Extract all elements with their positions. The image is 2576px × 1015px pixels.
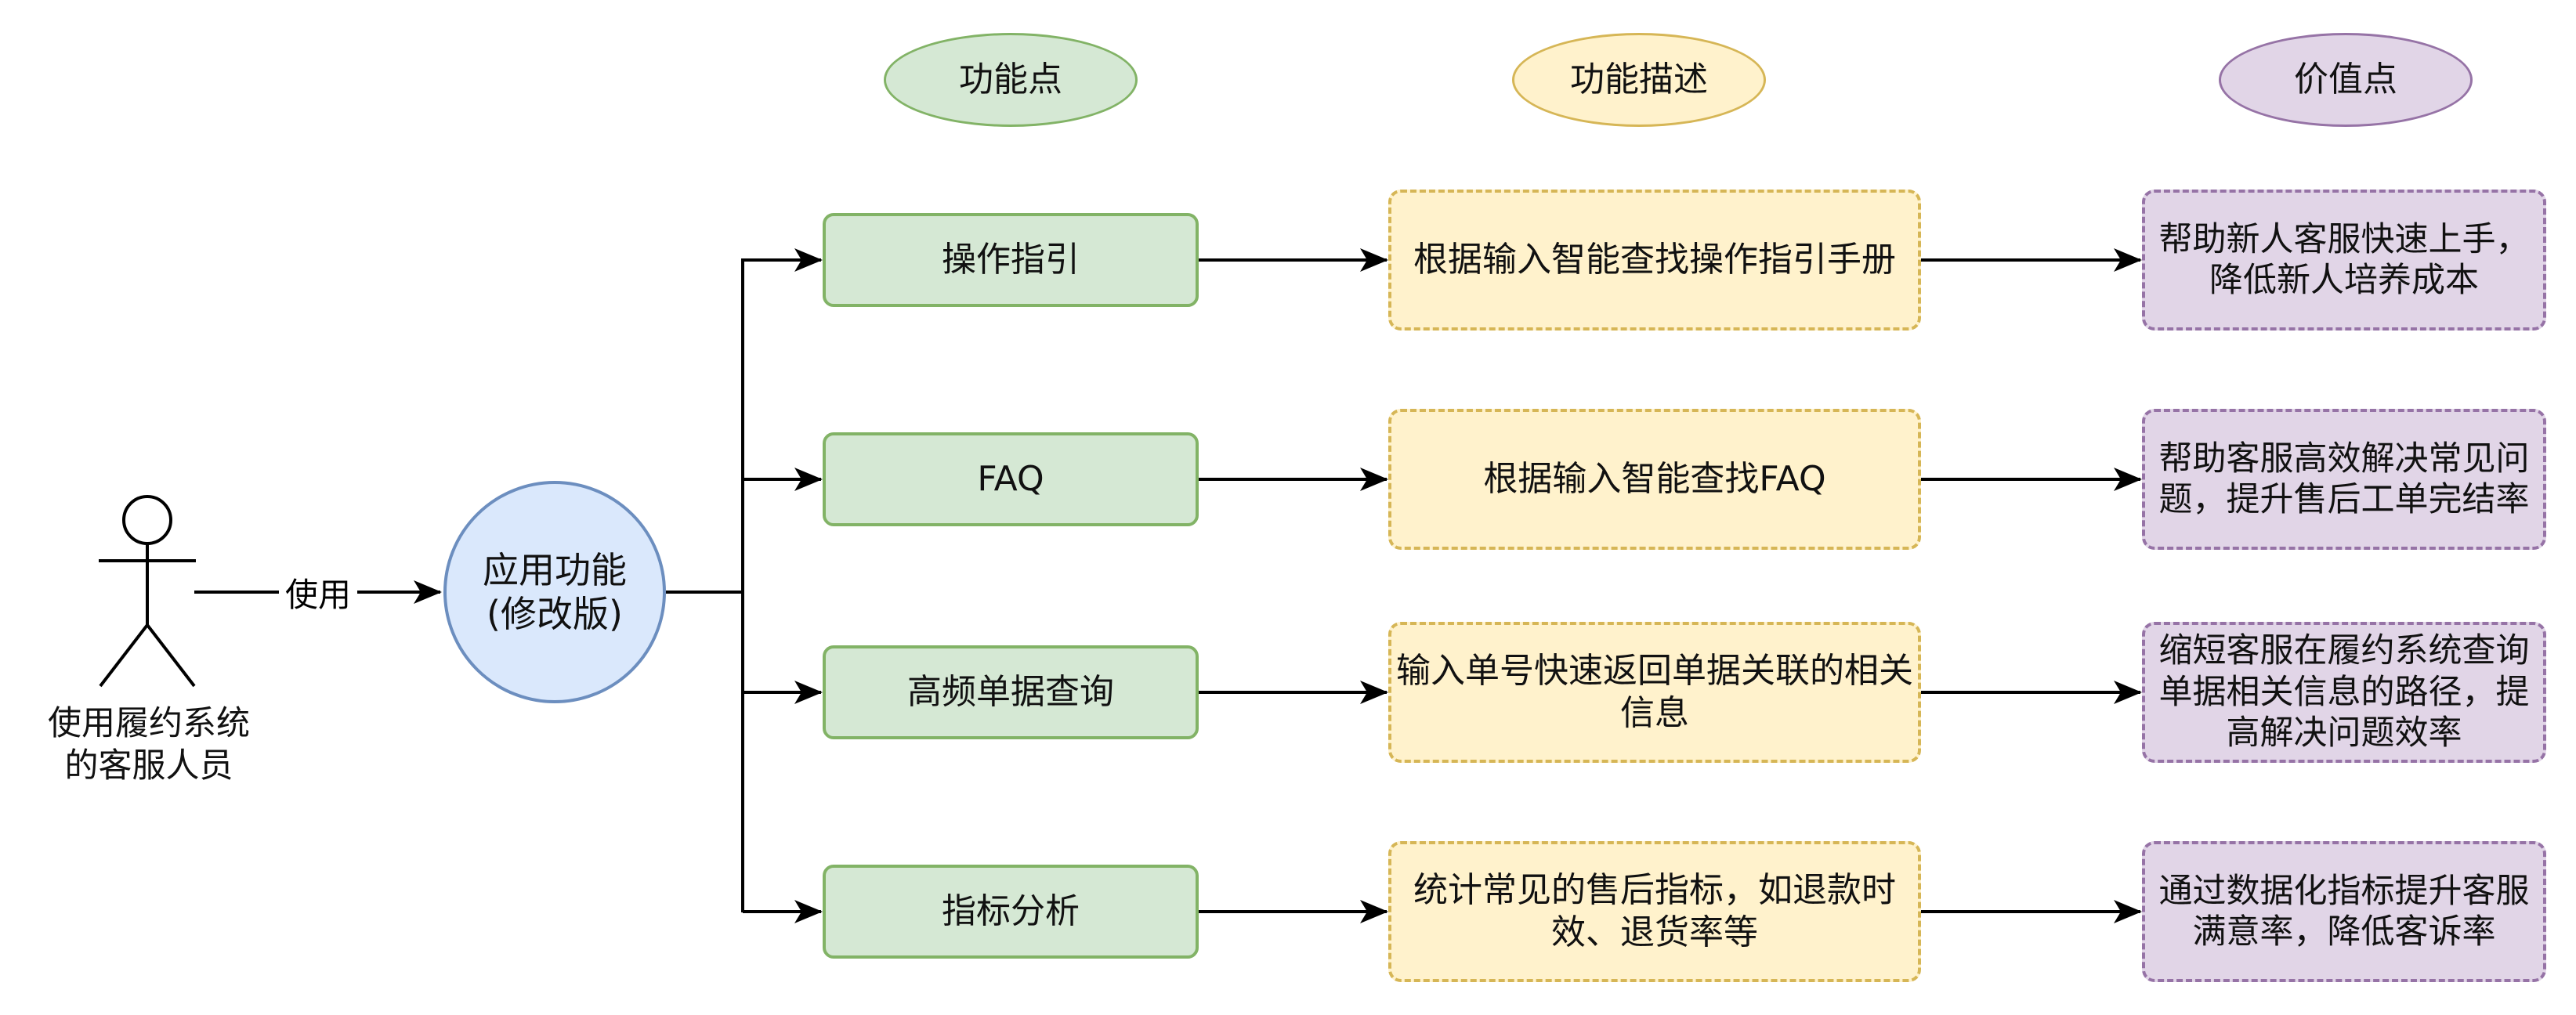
center-node-line1: 应用功能 [483,548,627,591]
center-node-line2: (修改版) [487,593,623,635]
description-node-3: 输入单号快速返回单据关联的相关信息 [1388,622,1921,763]
actor-label-line1: 使用履约系统 [48,704,250,743]
stick-figure-icon [99,495,196,688]
value-node-3: 缩短客服在履约系统查询单据相关信息的路径，提高解决问题效率 [2142,622,2546,763]
feature-node-3: 高频单据查询 [823,645,1199,739]
feature-node-2: FAQ [823,432,1199,526]
value-node-4: 通过数据化指标提升客服满意率，降低客诉率 [2142,841,2546,982]
description-node-1: 根据输入智能查找操作指引手册 [1388,190,1921,331]
header-description: 功能描述 [1512,33,1766,127]
feature-node-4: 指标分析 [823,865,1199,959]
actor-label: 使用履约系统 的客服人员 [0,703,298,788]
center-node: 应用功能 (修改版) [443,481,666,703]
description-node-2: 根据输入智能查找FAQ [1388,409,1921,550]
actor-label-line2: 的客服人员 [64,746,233,786]
header-value: 价值点 [2219,33,2473,127]
feature-node-1: 操作指引 [823,213,1199,307]
header-feature: 功能点 [884,33,1138,127]
value-node-1: 帮助新人客服快速上手，降低新人培养成本 [2142,190,2546,331]
description-node-4: 统计常见的售后指标，如退款时效、退货率等 [1388,841,1921,982]
value-node-2: 帮助客服高效解决常见问题，提升售后工单完结率 [2142,409,2546,550]
edge-label-use: 使用 [279,572,357,614]
